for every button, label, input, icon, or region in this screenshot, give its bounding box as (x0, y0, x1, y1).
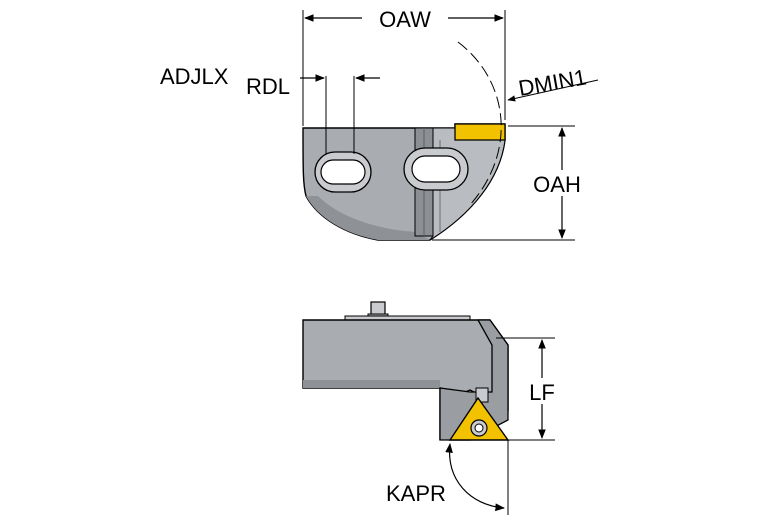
oah-label: OAH (533, 172, 581, 197)
top-view-insert (454, 123, 506, 141)
oaw-label: OAW (379, 7, 431, 32)
adjust-slot-right (403, 147, 469, 191)
front-view: LF KAPR (302, 301, 562, 515)
kapr-arc (445, 443, 505, 512)
dmin1-arc (457, 41, 502, 206)
rdl-label: RDL (246, 74, 290, 99)
adjlx-label: ADJLX (160, 64, 229, 89)
lf-label: LF (529, 380, 555, 405)
dmin1-leader (507, 79, 599, 102)
dmin1-label: DMIN1 (517, 64, 589, 101)
top-view: OAW DMIN1 ADJLX RDL OAH (160, 6, 599, 241)
front-view-insert (448, 396, 510, 441)
kapr-label: KAPR (386, 481, 446, 506)
adjust-slot-left (314, 151, 372, 193)
